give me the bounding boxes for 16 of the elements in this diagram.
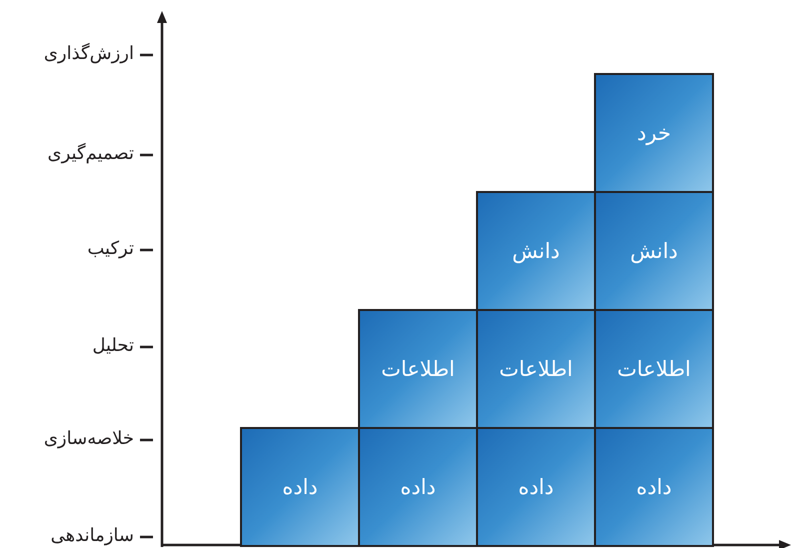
block: دانش (476, 191, 596, 311)
axis-label: ارزش‌گذاری (44, 43, 134, 65)
axis-label: ترکیب (87, 238, 134, 260)
block: اطلاعات (358, 309, 478, 429)
block: اطلاعات (594, 309, 714, 429)
axis-label: سازماندهی (50, 525, 134, 547)
axis-label: تصمیم‌گیری (48, 143, 134, 165)
block: دانش (594, 191, 714, 311)
block: داده (240, 427, 360, 547)
block: داده (358, 427, 478, 547)
block: داده (594, 427, 714, 547)
axis-label: تحلیل (92, 335, 134, 357)
block: داده (476, 427, 596, 547)
axis-label: خلاصه‌سازی (44, 428, 134, 450)
block: اطلاعات (476, 309, 596, 429)
block: خرد (594, 73, 714, 193)
